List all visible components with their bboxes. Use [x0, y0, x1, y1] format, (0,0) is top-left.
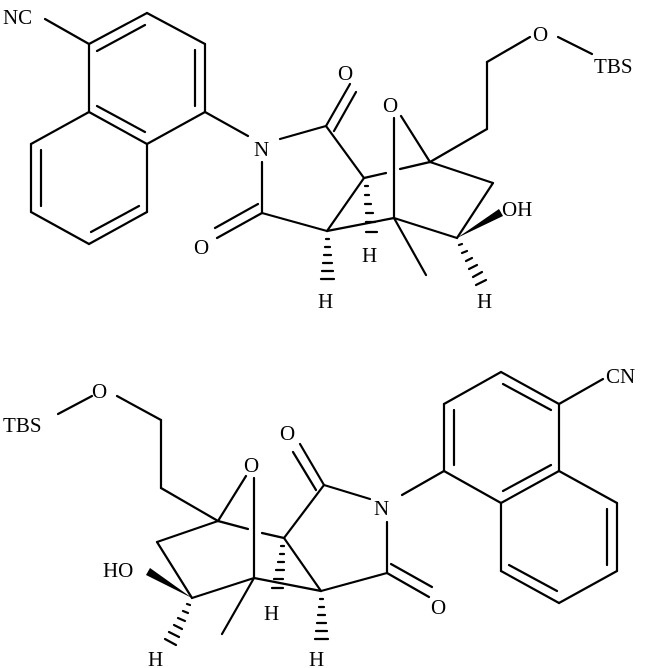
carbonyl-o-upper-label: O	[338, 61, 353, 85]
tbs-label: TBS	[3, 413, 42, 437]
hash-bond	[313, 597, 330, 641]
carbonyl-o-lower-label: O	[194, 235, 209, 259]
hydroxyl-label: OH	[502, 197, 532, 221]
wedge-bond	[146, 568, 192, 598]
bridge-o-label: O	[244, 453, 259, 477]
h-ring-junction-label: H	[318, 289, 333, 313]
imide-n-label: N	[254, 137, 269, 161]
hydroxyl-label: HO	[103, 558, 133, 582]
hash-bond	[457, 242, 488, 287]
nitrile-label: NC	[3, 5, 32, 29]
hash-bond	[319, 237, 336, 281]
bridge-o-label: O	[383, 93, 398, 117]
h-ring-junction-label: H	[309, 647, 324, 668]
molecule-bottom: TBS O O N O O HO	[3, 364, 635, 668]
hash-bond	[163, 602, 192, 647]
naphthalene-top	[29, 11, 207, 246]
carbonyl-o-lower-label: O	[431, 595, 446, 619]
tbs-label: TBS	[594, 54, 633, 78]
wedge-bond	[457, 209, 503, 238]
h-carbinol-label: H	[148, 647, 163, 668]
h-carbinol-label: H	[477, 289, 492, 313]
molecule-top: NC N O O O OH	[3, 5, 633, 313]
carbonyl-o-upper-label: O	[280, 421, 295, 445]
h-ring-junction-label: H	[264, 601, 279, 625]
hash-bond	[363, 184, 379, 234]
imide-n-label: N	[374, 496, 389, 520]
naphthalene-bottom	[442, 370, 619, 605]
hash-bond	[270, 544, 286, 590]
ether-o-label: O	[533, 22, 548, 46]
nitrile-label: CN	[606, 364, 635, 388]
ether-o-label: O	[92, 379, 107, 403]
h-ring-junction-label: H	[362, 243, 377, 267]
